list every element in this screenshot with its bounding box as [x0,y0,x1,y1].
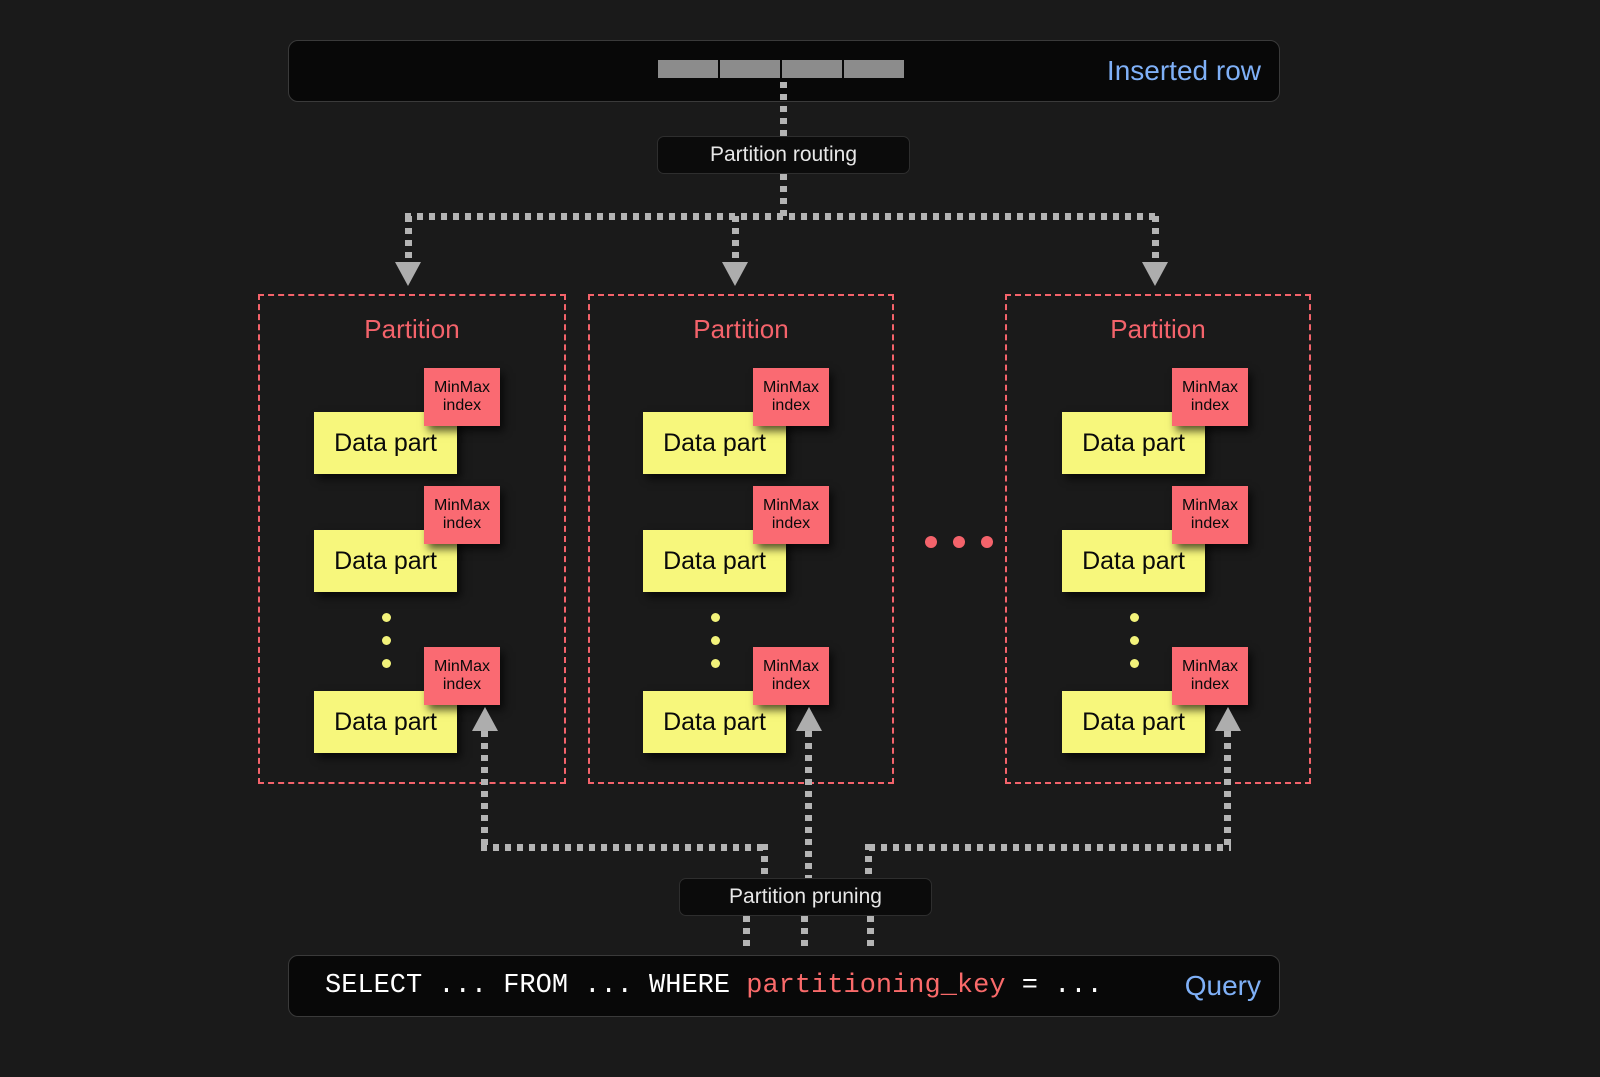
query-leg-right [867,916,874,952]
routing-leg-2 [732,216,739,268]
minmax-index-box: MinMax index [424,647,500,705]
query-leg-center [801,916,808,952]
sql-prefix: SELECT ... FROM ... WHERE [325,971,747,1001]
minmax-line-1: MinMax [433,497,490,515]
pruning-arrow-2-icon [796,707,822,731]
partition-routing-box[interactable]: Partition routing [657,136,910,174]
sql-suffix: = ... [1005,971,1103,1001]
inserted-row-cells [658,60,904,78]
minmax-index-box: MinMax index [753,368,829,426]
minmax-line-2: index [442,515,482,532]
pruning-leg-3 [1224,731,1231,850]
ellipsis-dot [1130,613,1139,622]
minmax-line-1: MinMax [762,497,819,515]
partition-title: Partition [1110,314,1206,344]
minmax-line-1: MinMax [762,658,819,676]
data-part-label: Data part [334,707,437,736]
minmax-line-1: MinMax [1181,497,1238,515]
minmax-line-2: index [771,397,811,414]
partition-box-3[interactable]: Partition [1005,294,1311,784]
ellipsis-dot [711,659,720,668]
partition-title: Partition [693,314,789,344]
minmax-index-box: MinMax index [753,486,829,544]
query-label: Query [1184,970,1261,1001]
sql-partitioning-key: partitioning_key [746,971,1006,1001]
data-part-box: Data part [643,691,786,753]
connector-insert-to-routing [780,82,787,140]
parts-ellipsis-2 [711,613,720,682]
pruning-bus-right [869,844,1231,851]
minmax-line-1: MinMax [433,658,490,676]
minmax-line-2: index [771,515,811,532]
parts-ellipsis-1 [382,613,391,682]
routing-fanout-bus [405,213,1160,220]
pruning-drop-left [761,844,768,891]
data-part-label: Data part [1082,707,1185,736]
pruning-leg-1 [481,731,488,850]
minmax-line-1: MinMax [433,379,490,397]
ellipsis-dot [925,536,937,548]
inserted-row-label: Inserted row [1106,55,1261,86]
minmax-line-2: index [442,397,482,414]
routing-arrow-1-icon [395,262,421,286]
minmax-index-box: MinMax index [753,647,829,705]
query-sql-text: SELECT ... FROM ... WHERE partitioning_k… [325,971,1103,1001]
data-part-label: Data part [334,428,437,457]
partition-routing-label: Partition routing [709,143,858,166]
routing-leg-1 [405,216,412,268]
data-part-label: Data part [1082,546,1185,575]
partition-box-2[interactable]: Partition [588,294,894,784]
pruning-arrow-1-icon [472,707,498,731]
minmax-line-1: MinMax [1181,379,1238,397]
minmax-line-2: index [1190,515,1230,532]
pruning-arrow-3-icon [1215,707,1241,731]
ellipsis-dot [382,613,391,622]
ellipsis-dot [981,536,993,548]
minmax-index-box: MinMax index [424,368,500,426]
data-part-box: Data part [643,412,786,474]
minmax-line-1: MinMax [762,379,819,397]
ellipsis-dot [953,536,965,548]
row-cell [658,60,718,78]
routing-leg-3 [1152,216,1159,268]
pruning-leg-2 [805,731,812,891]
minmax-index-box: MinMax index [1172,486,1248,544]
data-part-label: Data part [663,428,766,457]
partition-pruning-label: Partition pruning [729,885,882,908]
data-part-label: Data part [334,546,437,575]
minmax-line-2: index [442,676,482,693]
ellipsis-dot [382,636,391,645]
data-part-label: Data part [1082,428,1185,457]
data-part-label: Data part [663,546,766,575]
data-part-label: Data part [663,707,766,736]
minmax-line-2: index [771,676,811,693]
ellipsis-dot [711,636,720,645]
row-cell [844,60,904,78]
pruning-drop-right [865,844,872,891]
pruning-bus-left [481,844,767,851]
query-leg-left [743,916,750,952]
ellipsis-dot [1130,659,1139,668]
routing-arrow-3-icon [1142,262,1168,286]
parts-ellipsis-3 [1130,613,1139,682]
ellipsis-dot [711,613,720,622]
connector-routing-to-bus [780,174,787,216]
partition-pruning-box[interactable]: Partition pruning [679,878,932,916]
minmax-index-box: MinMax index [1172,368,1248,426]
partition-title: Partition [364,314,460,344]
minmax-line-2: index [1190,676,1230,693]
query-bar: SELECT ... FROM ... WHERE partitioning_k… [288,955,1280,1017]
ellipsis-dot [382,659,391,668]
routing-arrow-2-icon [722,262,748,286]
minmax-index-box: MinMax index [424,486,500,544]
partitions-ellipsis [925,536,993,548]
partition-box-1[interactable]: Partition [258,294,566,784]
minmax-line-2: index [1190,397,1230,414]
ellipsis-dot [1130,636,1139,645]
minmax-line-1: MinMax [1181,658,1238,676]
row-cell [782,60,842,78]
row-cell [720,60,780,78]
minmax-index-box: MinMax index [1172,647,1248,705]
